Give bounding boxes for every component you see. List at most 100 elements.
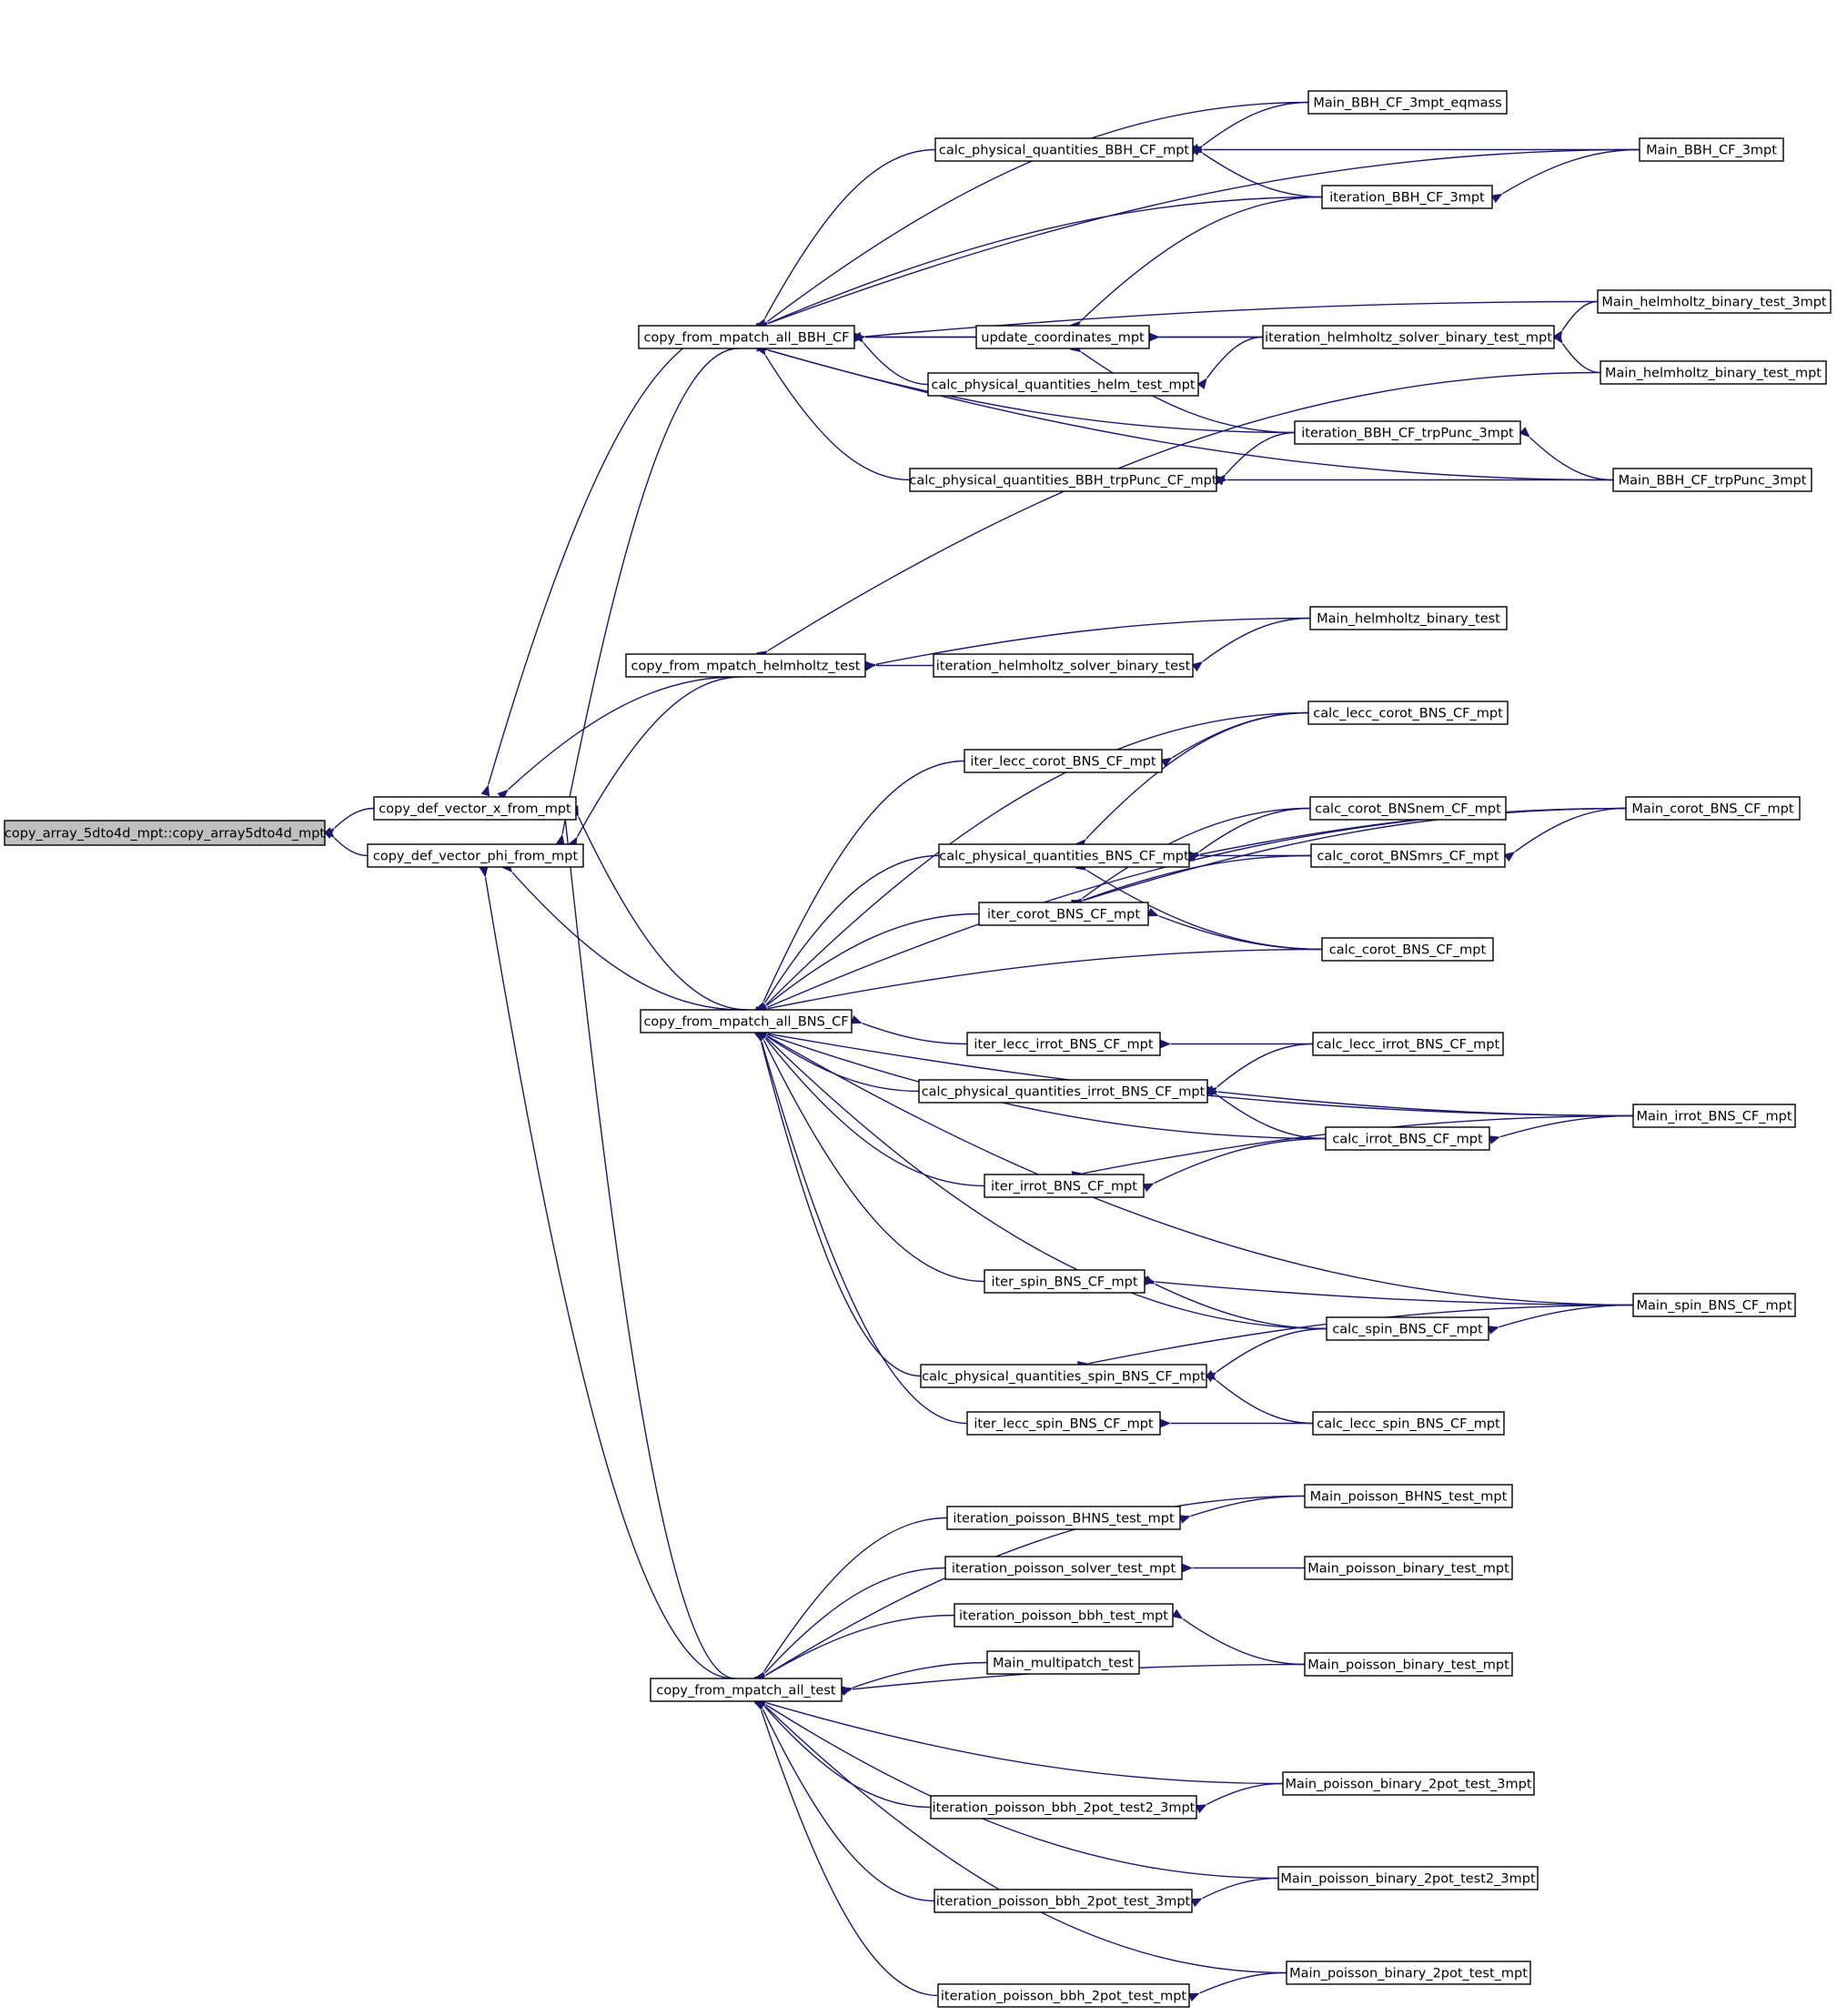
node-box[interactable] (4, 820, 326, 846)
node-box[interactable] (638, 325, 855, 349)
node-box[interactable] (1304, 1652, 1513, 1677)
node-box[interactable] (1294, 420, 1521, 445)
node-iter_lecc_spin[interactable]: iter_lecc_spin_BNS_CF_mpt (966, 1411, 1161, 1436)
node-box[interactable] (984, 1174, 1145, 1198)
node-box[interactable] (966, 1032, 1161, 1056)
node-main_poi_2pot[interactable]: Main_poisson_binary_2pot_test_mpt (1286, 1961, 1531, 1985)
node-box[interactable] (1307, 701, 1509, 725)
node-box[interactable] (1321, 185, 1493, 209)
node-main_trp[interactable]: Main_BBH_CF_trpPunc_3mpt (1612, 468, 1812, 492)
node-iter_lecc_irrot[interactable]: iter_lecc_irrot_BNS_CF_mpt (966, 1032, 1161, 1056)
node-box[interactable] (920, 1364, 1207, 1388)
node-box[interactable] (1277, 1866, 1539, 1890)
node-box[interactable] (1310, 843, 1506, 868)
node-iter_irrot[interactable]: iter_irrot_BNS_CF_mpt (984, 1174, 1145, 1198)
node-box[interactable] (909, 468, 1217, 492)
node-box[interactable] (1625, 796, 1801, 821)
node-all_test[interactable]: copy_from_mpatch_all_test (650, 1678, 843, 1702)
node-box[interactable] (930, 1795, 1197, 1819)
node-box[interactable] (944, 1556, 1183, 1580)
node-box[interactable] (1262, 325, 1555, 349)
node-iter_bbh3[interactable]: iteration_BBH_CF_3mpt (1321, 185, 1493, 209)
node-iter_poi_bbh[interactable]: iteration_poisson_bbh_test_mpt (954, 1603, 1174, 1628)
node-calc_irrot_q[interactable]: calc_physical_quantities_irrot_BNS_CF_mp… (918, 1079, 1208, 1104)
node-root[interactable]: copy_array_5dto4d_mpt::copy_array5dto4d_… (4, 820, 326, 846)
node-main_poi_bin_b[interactable]: Main_poisson_binary_test_mpt (1304, 1652, 1513, 1677)
node-main_irrot[interactable]: Main_irrot_BNS_CF_mpt (1632, 1104, 1796, 1128)
node-iter_poi_2pot_3[interactable]: iteration_poisson_bbh_2pot_test_3mpt (934, 1889, 1193, 1913)
node-box[interactable] (1304, 1484, 1513, 1508)
node-box[interactable] (367, 843, 584, 868)
node-box[interactable] (964, 749, 1163, 773)
node-iter_lecc_corot[interactable]: iter_lecc_corot_BNS_CF_mpt (964, 749, 1163, 773)
node-bns_cf[interactable]: copy_from_mpatch_all_BNS_CF (640, 1009, 853, 1033)
node-calc_spin_q[interactable]: calc_physical_quantities_spin_BNS_CF_mpt (920, 1364, 1207, 1388)
node-box[interactable] (1304, 1556, 1513, 1580)
node-calc_bnsnem[interactable]: calc_corot_BNSnem_CF_mpt (1309, 796, 1507, 821)
node-box[interactable] (918, 1079, 1208, 1104)
node-box[interactable] (1312, 1032, 1504, 1056)
node-box[interactable] (966, 1411, 1161, 1436)
node-box[interactable] (1632, 1293, 1796, 1317)
node-calc_trp[interactable]: calc_physical_quantities_BBH_trpPunc_CF_… (909, 468, 1217, 492)
node-box[interactable] (934, 1889, 1193, 1913)
node-box[interactable] (954, 1603, 1174, 1628)
node-iter_poi_bhns[interactable]: iteration_poisson_BHNS_test_mpt (946, 1506, 1181, 1530)
node-iter_trp[interactable]: iteration_BBH_CF_trpPunc_3mpt (1294, 420, 1521, 445)
node-box[interactable] (640, 1009, 853, 1033)
node-box[interactable] (1326, 1316, 1489, 1341)
node-x_from[interactable]: copy_def_vector_x_from_mpt (373, 796, 577, 821)
node-box[interactable] (1325, 1126, 1490, 1151)
node-helm_test[interactable]: copy_from_mpatch_helmholtz_test (625, 653, 866, 678)
node-box[interactable] (986, 1650, 1140, 1675)
node-main_helm_3mpt[interactable]: Main_helmholtz_binary_test_3mpt (1597, 289, 1832, 314)
node-box[interactable] (934, 137, 1194, 162)
node-main_helm_mpt[interactable]: Main_helmholtz_binary_test_mpt (1600, 360, 1827, 385)
node-box[interactable] (625, 653, 866, 678)
node-update_coord[interactable]: update_coordinates_mpt (975, 325, 1150, 349)
node-main_poi_bhns[interactable]: Main_poisson_BHNS_test_mpt (1304, 1484, 1513, 1508)
node-calc_irrot[interactable]: calc_irrot_BNS_CF_mpt (1325, 1126, 1490, 1151)
node-box[interactable] (1286, 1961, 1531, 1985)
node-box[interactable] (1639, 137, 1784, 162)
node-main_corot[interactable]: Main_corot_BNS_CF_mpt (1625, 796, 1801, 821)
node-box[interactable] (946, 1506, 1181, 1530)
node-calc_lecc_corot[interactable]: calc_lecc_corot_BNS_CF_mpt (1307, 701, 1509, 725)
node-main_spin[interactable]: Main_spin_BNS_CF_mpt (1632, 1293, 1796, 1317)
node-calc_spin[interactable]: calc_spin_BNS_CF_mpt (1326, 1316, 1489, 1341)
node-iter_spin[interactable]: iter_spin_BNS_CF_mpt (984, 1269, 1146, 1294)
node-calc_bns[interactable]: calc_physical_quantities_BNS_CF_mpt (938, 843, 1190, 868)
node-main_poi_bin_a[interactable]: Main_poisson_binary_test_mpt (1304, 1556, 1513, 1580)
node-box[interactable] (1309, 796, 1507, 821)
node-box[interactable] (373, 796, 577, 821)
node-box[interactable] (1612, 468, 1812, 492)
node-iter_helm_bin[interactable]: iteration_helmholtz_solver_binary_test_m… (1262, 325, 1555, 349)
node-iter_poi_solver[interactable]: iteration_poisson_solver_test_mpt (944, 1556, 1183, 1580)
node-calc_helm[interactable]: calc_physical_quantities_helm_test_mpt (927, 372, 1199, 397)
node-box[interactable] (1632, 1104, 1796, 1128)
node-box[interactable] (1312, 1411, 1505, 1436)
node-box[interactable] (1282, 1771, 1535, 1796)
node-box[interactable] (1307, 90, 1508, 115)
node-box[interactable] (938, 843, 1190, 868)
node-box[interactable] (937, 1983, 1190, 2008)
node-main_helm_bin[interactable]: Main_helmholtz_binary_test (1309, 606, 1508, 630)
node-calc_bnsmrs[interactable]: calc_corot_BNSmrs_CF_mpt (1310, 843, 1506, 868)
node-box[interactable] (978, 902, 1149, 926)
node-iter_corot[interactable]: iter_corot_BNS_CF_mpt (978, 902, 1149, 926)
node-iter_poi_2pot_t2[interactable]: iteration_poisson_bbh_2pot_test2_3mpt (930, 1795, 1197, 1819)
node-box[interactable] (1597, 289, 1832, 314)
node-box[interactable] (984, 1269, 1146, 1294)
node-box[interactable] (975, 325, 1150, 349)
node-calc_bbh[interactable]: calc_physical_quantities_BBH_CF_mpt (934, 137, 1194, 162)
node-main_multipatch[interactable]: Main_multipatch_test (986, 1650, 1140, 1675)
node-phi_from[interactable]: copy_def_vector_phi_from_mpt (367, 843, 584, 868)
node-iter_helm_bin_test[interactable]: iteration_helmholtz_solver_binary_test (933, 653, 1194, 678)
node-iter_poi_2pot[interactable]: iteration_poisson_bbh_2pot_test_mpt (937, 1983, 1190, 2008)
node-main_poi_2pot_3[interactable]: Main_poisson_binary_2pot_test_3mpt (1282, 1771, 1535, 1796)
node-main_bbh_eq[interactable]: Main_BBH_CF_3mpt_eqmass (1307, 90, 1508, 115)
node-calc_lecc_spin[interactable]: calc_lecc_spin_BNS_CF_mpt (1312, 1411, 1505, 1436)
node-box[interactable] (1309, 606, 1508, 630)
node-main_bbh3[interactable]: Main_BBH_CF_3mpt (1639, 137, 1784, 162)
node-box[interactable] (1600, 360, 1827, 385)
